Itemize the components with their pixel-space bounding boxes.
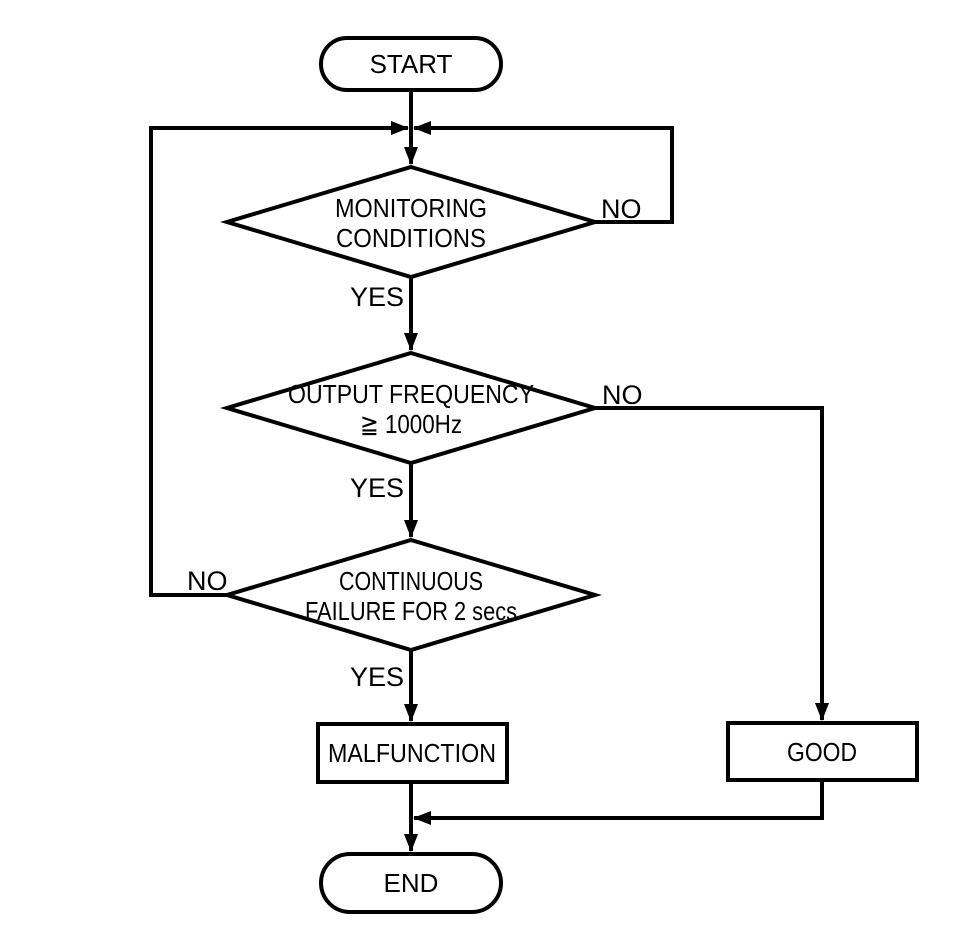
good-process: GOOD	[726, 721, 919, 782]
monitoring-conditions-decision: MONITORING CONDITIONS	[220, 164, 602, 280]
malfunction-shape	[316, 722, 509, 784]
monitoring-diamond-shape	[220, 164, 602, 280]
malfunction-process: MALFUNCTION	[316, 722, 509, 784]
frequency-yes-label: YES	[350, 473, 404, 503]
end-terminator: END	[319, 852, 503, 914]
edge-frequency-no	[595, 406, 829, 721]
failure-label-line1: CONTINUOUS	[339, 566, 483, 596]
end-shape	[319, 852, 503, 914]
start-terminator: START	[319, 36, 503, 92]
frequency-label-line1: OUTPUT FREQUENCY	[288, 379, 534, 409]
frequency-no-label: NO	[602, 380, 643, 410]
start-label: START	[370, 49, 453, 79]
edge-monitoring-no-loop	[413, 121, 674, 224]
good-label: GOOD	[787, 737, 857, 767]
monitoring-label-line2: CONDITIONS	[336, 223, 486, 253]
monitoring-no-label: NO	[601, 194, 642, 224]
failure-no-label: NO	[187, 566, 228, 596]
malfunction-label: MALFUNCTION	[328, 738, 496, 768]
good-shape	[726, 721, 919, 782]
start-shape	[319, 36, 503, 92]
end-label: END	[384, 868, 439, 898]
frequency-label-line2: ≧ 1000Hz	[360, 409, 462, 439]
failure-yes-label: YES	[350, 662, 404, 692]
edge-good-to-end	[413, 780, 824, 825]
output-frequency-decision: OUTPUT FREQUENCY ≧ 1000Hz	[220, 350, 602, 466]
failure-label-line2: FAILURE FOR 2 secs	[305, 596, 517, 626]
edge-failure-no-loop	[149, 121, 409, 597]
continuous-failure-decision: CONTINUOUS FAILURE FOR 2 secs	[220, 537, 602, 653]
monitoring-label-line1: MONITORING	[335, 193, 487, 223]
monitoring-yes-label: YES	[350, 282, 404, 312]
failure-diamond-shape	[220, 537, 602, 653]
edges	[149, 90, 829, 852]
edge-labels: YES NO YES NO YES NO	[187, 194, 643, 692]
frequency-diamond-shape	[220, 350, 602, 466]
